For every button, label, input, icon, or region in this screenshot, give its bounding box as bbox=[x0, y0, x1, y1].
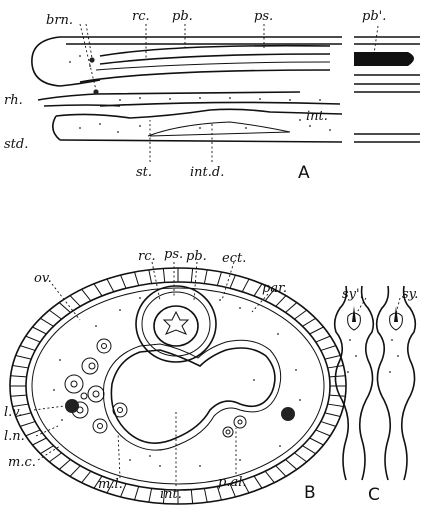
epidermis-cell-wall bbox=[321, 346, 336, 351]
label-ps-a: ps. bbox=[254, 9, 273, 24]
epidermis-cell-wall bbox=[26, 430, 41, 436]
label-sy: sy. bbox=[402, 287, 418, 302]
epidermis-cell-wall bbox=[13, 366, 29, 368]
epidermis-cell-wall bbox=[217, 272, 221, 286]
epidermis-cell-wall bbox=[40, 446, 53, 454]
epidermis-cell-wall bbox=[285, 460, 296, 470]
epidermis-cell-wall bbox=[254, 476, 262, 488]
epidermis-cell-wall bbox=[328, 404, 344, 406]
epidermis-cell-wall bbox=[149, 488, 152, 502]
epidermis-cell-wall bbox=[20, 346, 35, 351]
epidermis-cell-wall bbox=[59, 460, 70, 470]
label-int-b: int. bbox=[160, 487, 182, 502]
panel-letter-a: A bbox=[298, 163, 310, 183]
epidermis-cell-wall bbox=[40, 318, 53, 326]
panel-letter-c: C bbox=[368, 485, 380, 505]
label-mc: m.c. bbox=[8, 455, 36, 470]
label-par: par. bbox=[262, 281, 287, 296]
epidermis-cell-wall bbox=[325, 413, 340, 417]
epidermis-cell-wall bbox=[325, 355, 340, 359]
epidermis-cell-wall bbox=[82, 471, 91, 482]
epidermis-cell-wall bbox=[59, 303, 70, 313]
label-ect: ect. bbox=[222, 251, 246, 266]
epidermis-cell-wall bbox=[204, 488, 207, 502]
epidermis-cell-wall bbox=[285, 303, 296, 313]
epidermis-cell-wall bbox=[294, 453, 306, 462]
epidermis-cell-wall bbox=[163, 268, 164, 282]
epidermis-cell-wall bbox=[204, 270, 207, 284]
label-ml: m.l. bbox=[98, 477, 123, 492]
panel-letter-b: B bbox=[304, 483, 316, 503]
epidermis-cell-wall bbox=[70, 296, 80, 307]
epidermis-cell-wall bbox=[82, 289, 91, 300]
epidermis-cell-wall bbox=[16, 355, 31, 359]
label-pb-a: pb. bbox=[172, 9, 193, 24]
epidermis-cell-wall bbox=[310, 438, 324, 445]
epidermis-cell-wall bbox=[49, 310, 61, 319]
label-ln: l.n. bbox=[4, 429, 25, 444]
epidermis-cell-wall bbox=[303, 446, 316, 454]
epidermis-cell-wall bbox=[191, 268, 192, 282]
epidermis-cell-wall bbox=[329, 376, 345, 377]
epidermis-cell-wall bbox=[94, 284, 102, 296]
label-st: st. bbox=[136, 165, 152, 180]
epidermis-cell-wall bbox=[321, 422, 336, 427]
epidermis-cell-wall bbox=[316, 430, 331, 436]
label-pal: p.al. bbox=[218, 475, 247, 490]
epidermis-cell-wall bbox=[254, 284, 262, 296]
label-rc-a: rc. bbox=[132, 9, 150, 24]
epidermis-cell-wall bbox=[310, 327, 324, 334]
epidermis-cells bbox=[10, 268, 346, 504]
epidermis-cell-wall bbox=[242, 279, 249, 292]
epidermis-cell-wall bbox=[230, 275, 235, 288]
label-intd: int.d. bbox=[190, 165, 224, 180]
label-rc-b: rc. bbox=[138, 249, 156, 264]
label-std: std. bbox=[4, 137, 28, 152]
label-pb-b: pb. bbox=[186, 249, 207, 264]
label-rh: rh. bbox=[4, 93, 23, 108]
epidermis-cell-wall bbox=[26, 336, 41, 342]
panel-b: rc. ps. pb. ect. ov. par. l.v. l.n. m.c.… bbox=[4, 247, 346, 504]
panel-a: brn. rc. pb. ps. pb'. rh. int. std. st. … bbox=[4, 9, 420, 183]
epidermis-cell-wall bbox=[328, 366, 344, 368]
epidermis-cell-wall bbox=[11, 395, 27, 396]
epidermis-cell-wall bbox=[329, 395, 345, 396]
epidermis-cell-wall bbox=[121, 275, 126, 288]
label-pb-prime: pb'. bbox=[362, 9, 386, 24]
epidermis-cell-wall bbox=[11, 376, 27, 377]
epidermis-cell-wall bbox=[135, 272, 139, 286]
label-brn: brn. bbox=[46, 13, 73, 28]
epidermis-cell-wall bbox=[303, 318, 316, 326]
epidermis-cell-wall bbox=[191, 490, 192, 504]
epidermis-cell-wall bbox=[49, 453, 61, 462]
epidermis-cell-wall bbox=[316, 336, 331, 342]
epidermis-cell-wall bbox=[33, 438, 47, 445]
epidermis-cell-wall bbox=[265, 471, 274, 482]
epidermis-cell-wall bbox=[276, 466, 286, 477]
label-lv: l.v. bbox=[4, 405, 22, 420]
label-ps-b: ps. bbox=[164, 247, 183, 262]
epidermis-cell-wall bbox=[20, 422, 35, 427]
panel-c: sy'. sy. C bbox=[335, 286, 419, 505]
label-ov: ov. bbox=[34, 271, 52, 286]
epidermis-cell-wall bbox=[276, 296, 286, 307]
label-int-a: int. bbox=[306, 109, 328, 124]
epidermis-cell-wall bbox=[70, 466, 80, 477]
epidermis-cell-wall bbox=[294, 310, 306, 319]
epidermis-cell-wall bbox=[149, 270, 152, 284]
epidermis-cell-wall bbox=[107, 279, 114, 292]
epidermis-cell-wall bbox=[33, 327, 47, 334]
label-sy-prime: sy'. bbox=[342, 287, 364, 302]
epidermis-cell-wall bbox=[135, 486, 139, 500]
